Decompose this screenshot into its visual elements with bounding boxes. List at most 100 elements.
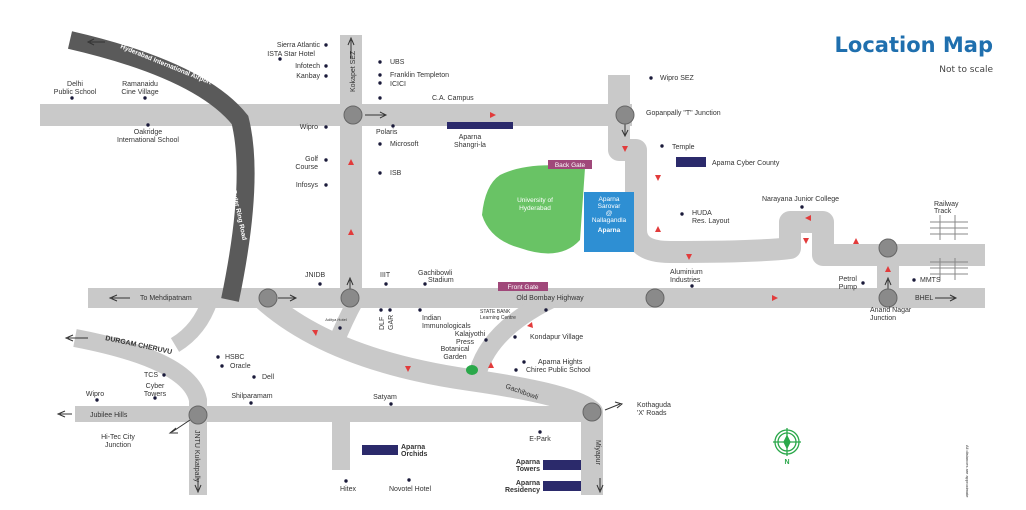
road-outer-ring [67, 31, 255, 302]
places: Sierra Atlantic ISTA Star Hotel Infotech… [54, 42, 959, 493]
aparna-sarovar-building [584, 192, 634, 252]
place-immunologicals-2: Immunologicals [422, 323, 471, 330]
uoh-label-1: University of [517, 197, 553, 204]
railway-track-icon [930, 215, 968, 280]
place-petrol-1: Petrol [839, 276, 858, 283]
place-delhi-2: Public School [54, 89, 97, 96]
place-ramanaidu-1: Ramanaidu [122, 81, 158, 88]
sarovar-label-1: Aparna [599, 196, 620, 203]
cyber-county-label: Aparna Cyber County [712, 160, 780, 167]
aparna-residency-building [543, 481, 581, 491]
back-gate-badge [548, 160, 592, 169]
place-jnidb: JNIDB [305, 272, 326, 279]
jubilee-label: Jubilee Hills [90, 412, 128, 419]
place-infosys: Infosys [296, 182, 319, 189]
place-chirec: Chirec Public School [526, 367, 591, 374]
place-ubs: UBS [390, 59, 405, 66]
place-epark: E-Park [529, 436, 551, 443]
shangrila-label-1: Aparna [459, 134, 482, 141]
jntu-label: JNTU Kukatpally [193, 430, 200, 483]
road-durgam-link [170, 297, 218, 352]
place-kalajyothi-2: Press [456, 339, 474, 346]
mehdipatnam-label: To Mehdipatnam [140, 295, 192, 302]
place-hitec-1: Hi-Tec City [101, 434, 135, 441]
place-sierra-atlantic: Sierra Atlantic [277, 42, 321, 49]
place-infotech: Infotech [295, 63, 320, 70]
place-wipro-sez: Wipro SEZ [660, 75, 695, 82]
front-gate-label: Front Gate [507, 284, 538, 291]
scale-note: Not to scale [939, 65, 993, 75]
place-mmts: MMTS [920, 277, 941, 284]
place-huda-2: Res. Layout [692, 218, 729, 225]
place-dlf: DLF [379, 317, 386, 330]
obh-label: Old Bombay Highway [516, 295, 584, 302]
place-hitex: Hitex [340, 486, 356, 493]
shangrila-label-2: Shangri-la [454, 142, 486, 149]
place-aparna-hights: Aparna Hights [538, 359, 583, 366]
place-wipro-2: Wipro [86, 391, 104, 398]
place-aluminium-2: Industries [670, 277, 701, 284]
kokapet-label: Kokapet SEZ [350, 50, 357, 92]
place-stadium-2: Stadium [428, 277, 454, 284]
distance-disclaimer: All distances are approximate [965, 445, 970, 498]
place-hsbc: HSBC [225, 354, 244, 361]
place-icici: ICICI [390, 81, 406, 88]
road-gachibowli [254, 289, 603, 495]
aparna-shangrila-building [447, 122, 513, 129]
place-golf-2: Course [295, 164, 318, 171]
towers-label-2: Towers [516, 466, 540, 473]
university-area [482, 165, 585, 254]
place-sbi-2: Learning Centre [480, 315, 516, 321]
place-botanical-1: Botanical [441, 346, 470, 353]
place-tcs: TCS [144, 372, 158, 379]
place-anand-1: Anand Nagar [870, 307, 912, 314]
place-kondapur: Kondapur Village [530, 334, 583, 341]
place-ca-campus: C.A. Campus [432, 95, 474, 102]
compass-north-label: N [784, 459, 789, 466]
place-aluminium-1: Aluminium [670, 269, 703, 276]
bhel-label: BHEL [915, 295, 933, 302]
place-microsoft: Microsoft [390, 141, 418, 148]
place-satyam: Satyam [373, 394, 397, 401]
place-kothaguda-1: Kothaguda [637, 402, 671, 409]
place-golf-1: Golf [305, 156, 318, 163]
compass-icon [773, 428, 801, 456]
orchids-label-2: Orchids [401, 451, 428, 458]
place-huda-1: HUDA [692, 210, 712, 217]
place-ista-star-hotel: ISTA Star Hotel [267, 51, 315, 58]
miyapur-label: Miyapur [594, 440, 601, 466]
place-novotel: Novotel Hotel [389, 486, 431, 493]
place-cyber-towers-1: Cyber [146, 383, 165, 390]
place-immunologicals-1: Indian [422, 315, 441, 322]
place-sbi-1: STATE BANK [480, 309, 511, 315]
back-gate-label: Back Gate [555, 162, 586, 169]
place-oracle: Oracle [230, 363, 251, 370]
sarovar-label-4: Nallagandla [592, 217, 627, 224]
place-isb: ISB [390, 170, 402, 177]
place-narayana: Narayana Junior College [762, 196, 839, 203]
direction-arrows [56, 36, 958, 494]
place-gopanpally: Gopanpally "T" Junction [646, 110, 721, 117]
place-anand-2: Junction [870, 315, 896, 322]
place-botanical-2: Garden [443, 354, 466, 361]
sarovar-label-2: Sarovar [598, 203, 622, 210]
front-gate-badge [498, 282, 548, 291]
place-gar: GAR [388, 315, 395, 330]
roundabouts [188, 105, 898, 425]
map-title: Location Map [835, 33, 993, 57]
towers-label-1: Aparna [516, 459, 540, 466]
place-polaris: Polaris [376, 129, 398, 136]
road-gopanpally [608, 75, 985, 266]
place-aditya-hotel: Aditya Hotel [325, 317, 347, 322]
place-cyber-towers-2: Towers [144, 391, 167, 398]
place-dell: Dell [262, 374, 275, 381]
place-franklin-templeton: Franklin Templeton [390, 72, 449, 79]
residency-label-2: Residency [505, 487, 540, 494]
aparna-towers-building [543, 460, 581, 470]
place-temple: Temple [672, 144, 695, 151]
place-petrol-2: Pump [839, 284, 857, 291]
road-durgam [73, 329, 207, 495]
road-botanical [469, 291, 555, 375]
place-iiit: IIIT [380, 272, 391, 279]
